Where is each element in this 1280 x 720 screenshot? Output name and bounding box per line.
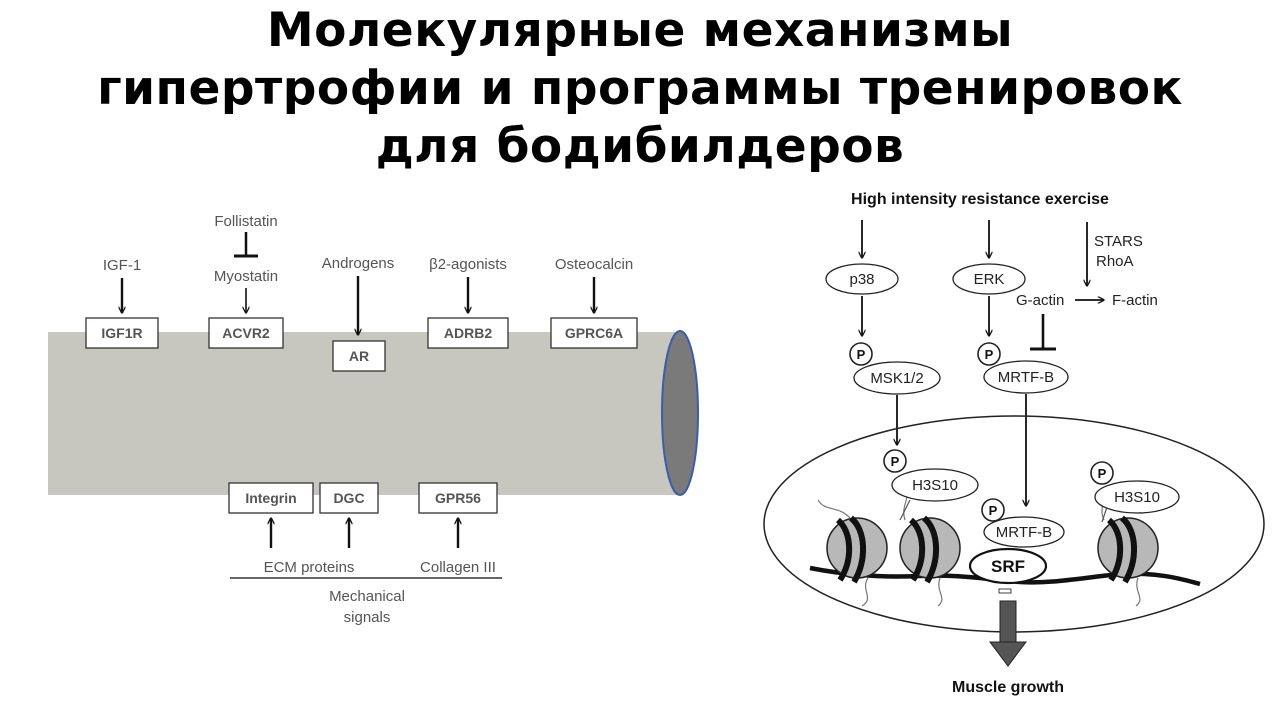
svg-text:AR: AR <box>349 348 369 364</box>
chromatin <box>809 485 1201 607</box>
title-line-3: для бодибилдеров <box>375 119 905 174</box>
page-title: Молекулярные механизмы гипертрофии и про… <box>0 2 1280 176</box>
phospho-mrtfb-icon: P <box>977 342 1001 366</box>
growth-output-arrow <box>989 600 1027 667</box>
svg-text:IGF1R: IGF1R <box>101 325 142 341</box>
nucleosome-2 <box>899 485 961 607</box>
svg-text:MRTF-B: MRTF-B <box>996 524 1052 541</box>
node-mrtfb-nucleus: MRTF-B <box>983 516 1065 548</box>
label-g-actin: G-actin <box>1016 292 1064 309</box>
receptor-adrb2: ADRB2 <box>427 317 509 349</box>
label-osteocalcin: Osteocalcin <box>555 256 633 273</box>
receptor-igf1r: IGF1R <box>85 317 159 349</box>
title-line-1: Молекулярные механизмы <box>266 3 1014 58</box>
nucleosome-3 <box>1097 489 1159 607</box>
svg-text:ACVR2: ACVR2 <box>222 325 270 341</box>
label-b2-agonists: β2-agonists <box>429 256 507 273</box>
svg-text:ADRB2: ADRB2 <box>444 325 492 341</box>
svg-text:ERK: ERK <box>974 271 1005 288</box>
svg-text:Integrin: Integrin <box>245 490 296 506</box>
receptor-gprc6a: GPRC6A <box>550 317 638 349</box>
receptor-dgc: DGC <box>319 482 379 514</box>
label-f-actin: F-actin <box>1112 292 1158 309</box>
svg-text:H3S10: H3S10 <box>1114 489 1160 506</box>
muscle-fiber-end <box>661 330 699 496</box>
svg-text:MSK1/2: MSK1/2 <box>870 370 923 387</box>
h3s10-tail-left <box>899 499 911 521</box>
title-line-2: гипертрофии и программы тренировок <box>97 61 1183 116</box>
node-srf: SRF <box>968 547 1048 585</box>
receptor-ar: AR <box>332 340 386 372</box>
svg-text:P: P <box>1098 466 1107 481</box>
phospho-h3s10-left-icon: P <box>883 449 907 473</box>
phospho-h3s10-right-icon: P <box>1090 461 1114 485</box>
node-h3s10-left: H3S10 <box>891 468 979 502</box>
node-h3s10-right: H3S10 <box>1094 480 1180 514</box>
svg-text:GPRC6A: GPRC6A <box>565 325 623 341</box>
label-collagen-iii: Collagen III <box>420 559 496 576</box>
label-exercise: High intensity resistance exercise <box>851 191 1109 208</box>
svg-text:DGC: DGC <box>333 490 364 506</box>
svg-text:P: P <box>857 347 866 362</box>
label-myostatin: Myostatin <box>214 268 278 285</box>
label-muscle-growth: Muscle growth <box>952 679 1064 696</box>
muscle-fiber-body <box>48 332 678 495</box>
svg-text:MRTF-B: MRTF-B <box>998 369 1054 386</box>
node-p38: p38 <box>825 263 899 295</box>
receptor-integrin: Integrin <box>228 482 314 514</box>
svg-text:H3S10: H3S10 <box>912 477 958 494</box>
inhibition-gactin-mrtfb <box>1030 314 1056 351</box>
label-igf1: IGF-1 <box>103 257 141 274</box>
svg-text:p38: p38 <box>849 271 874 288</box>
node-msk1-2: MSK1/2 <box>853 361 941 395</box>
nucleosome-1 <box>817 499 888 607</box>
srf-binding-site <box>998 588 1012 594</box>
inhibition-follistatin-myostatin <box>234 232 258 258</box>
label-mechanical: Mechanical <box>329 588 405 605</box>
label-signals: signals <box>344 609 391 626</box>
svg-text:P: P <box>989 503 998 518</box>
svg-text:GPR56: GPR56 <box>435 490 481 506</box>
label-stars: STARS <box>1094 233 1143 250</box>
label-follistatin: Follistatin <box>214 213 277 230</box>
receptor-gpr56: GPR56 <box>418 482 498 514</box>
svg-text:P: P <box>985 347 994 362</box>
label-ecm-proteins: ECM proteins <box>264 559 355 576</box>
node-mrtfb-cytoplasm: MRTF-B <box>983 360 1069 394</box>
receptor-acvr2: ACVR2 <box>208 317 284 349</box>
svg-text:SRF: SRF <box>991 557 1025 576</box>
phospho-mrtfb-nucleus-icon: P <box>981 498 1005 522</box>
label-rhoa: RhoA <box>1096 253 1134 270</box>
svg-text:P: P <box>891 454 900 469</box>
node-erk: ERK <box>952 263 1026 295</box>
muscle-fiber-diagram <box>48 330 699 496</box>
phospho-msk-icon: P <box>849 342 873 366</box>
label-androgens: Androgens <box>322 255 395 272</box>
